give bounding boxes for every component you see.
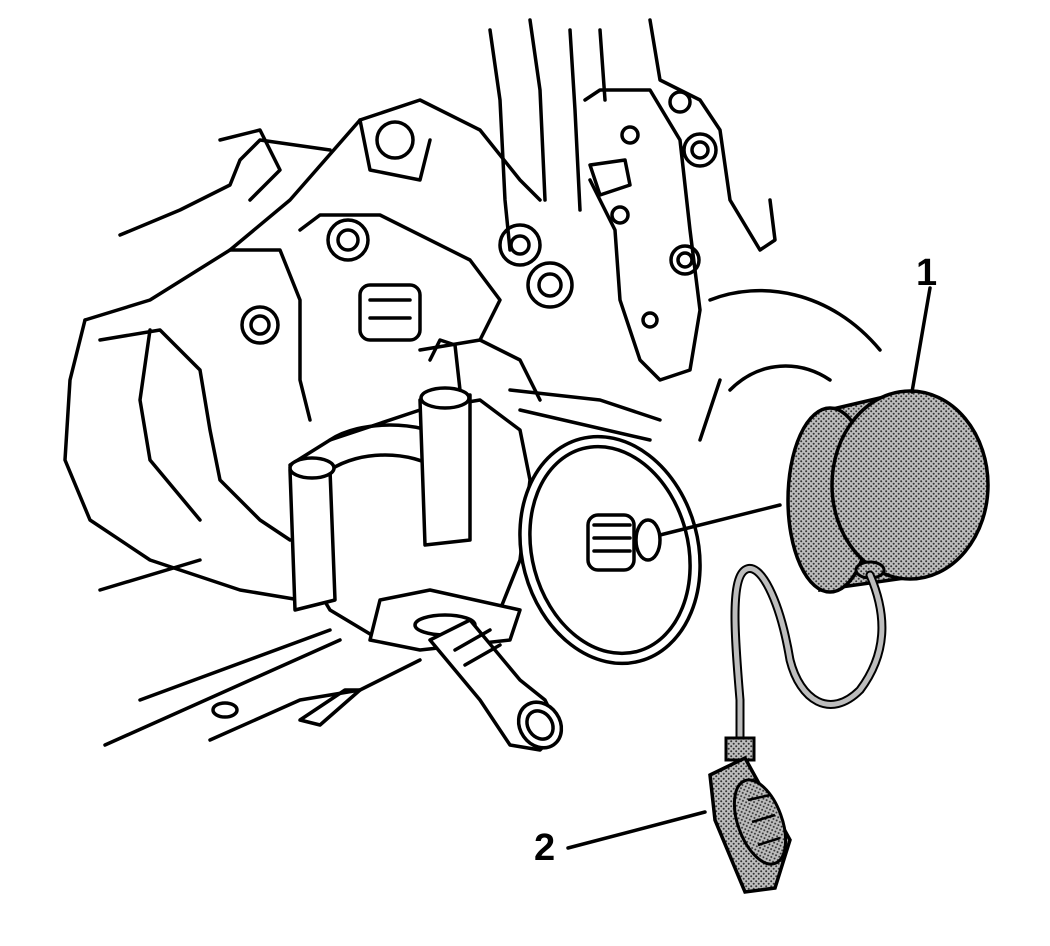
engine-block <box>63 98 542 747</box>
tether-cord <box>730 564 887 745</box>
protective-cap <box>786 389 990 594</box>
callout-label-1: 1 <box>916 252 938 294</box>
bracket-and-tubes <box>488 18 882 442</box>
callout-1-leader <box>910 286 932 394</box>
outlet-fitting <box>428 618 564 752</box>
tether-clip <box>708 736 792 894</box>
bolt-bosses <box>240 213 574 345</box>
callout-2-leader <box>566 810 707 850</box>
pointer-line <box>658 503 782 537</box>
callout-label-2: 2 <box>534 827 556 869</box>
pulley-flange <box>518 434 702 666</box>
